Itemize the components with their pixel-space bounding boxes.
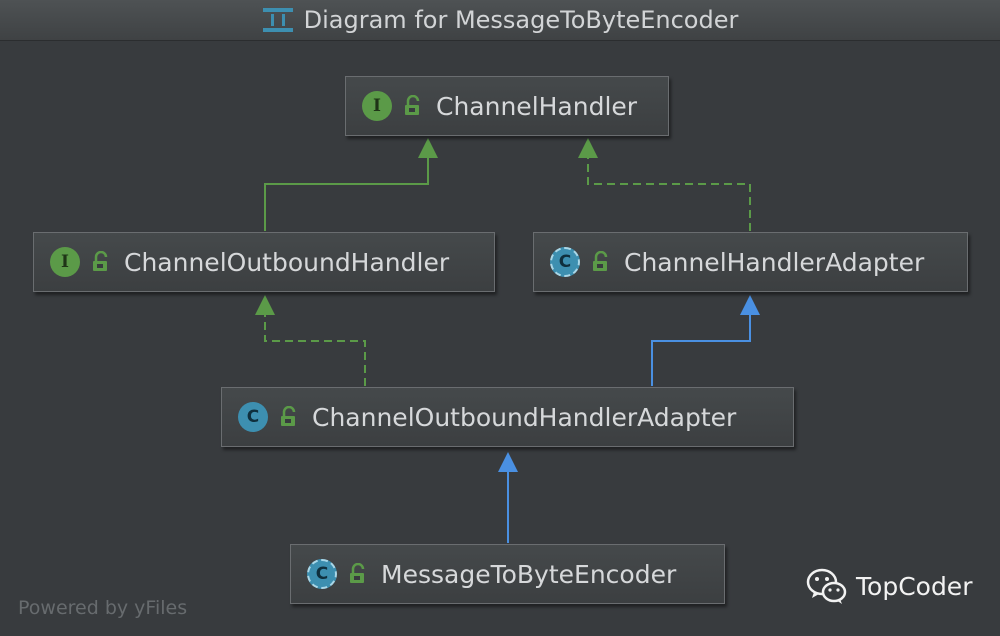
node-label: ChannelOutboundHandlerAdapter	[312, 402, 737, 432]
abstract-class-icon: C	[307, 559, 337, 589]
node-channel-outbound-handler[interactable]: I ChannelOutboundHandler	[33, 232, 495, 292]
watermark-text: TopCoder	[856, 571, 973, 601]
watermark: TopCoder	[806, 567, 972, 605]
node-label: ChannelOutboundHandler	[124, 247, 450, 277]
node-channel-outbound-handler-adapter[interactable]: C ChannelOutboundHandlerAdapter	[221, 387, 794, 447]
abstract-class-icon: C	[550, 247, 580, 277]
node-label: ChannelHandler	[436, 91, 638, 121]
public-access-icon	[593, 251, 608, 271]
diagram-icon	[262, 8, 293, 32]
interface-icon: I	[50, 247, 80, 277]
public-access-icon	[350, 563, 365, 583]
public-access-icon	[93, 251, 108, 271]
node-label: MessageToByteEncoder	[381, 559, 677, 589]
powered-by-label: Powered by yFiles	[18, 597, 188, 619]
wechat-icon	[806, 568, 847, 604]
class-icon: C	[238, 402, 268, 432]
node-message-to-byte-encoder[interactable]: C MessageToByteEncoder	[290, 544, 725, 604]
node-channel-handler[interactable]: I ChannelHandler	[345, 76, 669, 136]
edge-encoder-to-outbound-adapter	[498, 452, 518, 543]
node-label: ChannelHandlerAdapter	[624, 247, 925, 277]
interface-icon: I	[362, 91, 392, 121]
diagram-canvas[interactable]: I ChannelHandler I ChannelOutboundHandle…	[0, 41, 1000, 636]
window-titlebar: Diagram for MessageToByteEncoder	[0, 0, 1000, 41]
window-title: Diagram for MessageToByteEncoder	[303, 6, 739, 34]
public-access-icon	[281, 406, 296, 426]
edge-outbound-adapter-to-outbound	[255, 295, 366, 386]
edge-outbound-to-handler	[264, 138, 438, 231]
edge-outbound-adapter-to-adapter	[651, 295, 760, 386]
edge-adapter-to-handler	[578, 138, 751, 231]
public-access-icon	[405, 95, 420, 115]
node-channel-handler-adapter[interactable]: C ChannelHandlerAdapter	[533, 232, 968, 292]
diagram-edges	[255, 138, 760, 543]
